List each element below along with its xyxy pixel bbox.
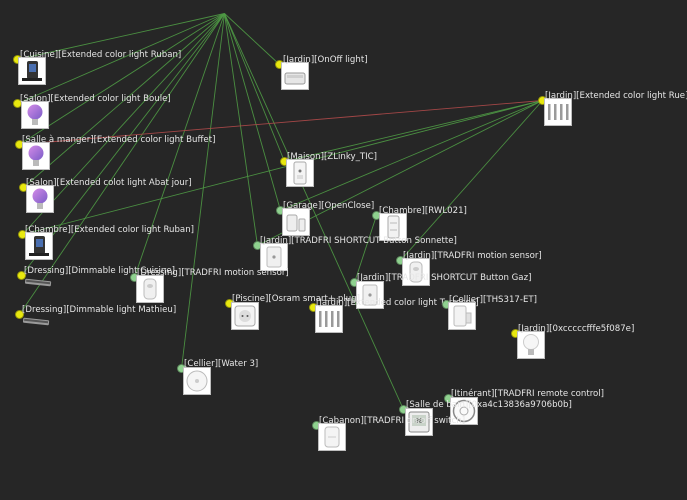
node-label: [Salon][Extended colot light Abat jour] [26,178,192,188]
color-bulb-icon[interactable] [26,185,54,213]
link-jardin-rue-maison-zlinky [284,100,543,162]
node-label: [Cellier][THS317-ET] [449,295,538,305]
shortcut-button-icon[interactable] [260,243,288,271]
link-jardin-rue-jardin-motion [400,100,543,261]
link-coordinator-maison-zlinky [224,13,285,162]
node-label: [Cabanon][TRADFRI on/off switch] [319,416,466,426]
color-bulb-icon[interactable] [21,101,49,129]
zlinky-module-icon[interactable] [286,159,314,187]
outdoor-light-bars-icon[interactable] [315,305,343,333]
node-label: [Jardin][OnOff light] [283,55,368,65]
link-coordinator-salon-boule [17,13,225,104]
link-coordinator-dressing-motion [134,13,225,278]
link-coordinator-cuisine-ruban [17,13,225,60]
link-coordinator-chambre-ruban [22,13,225,235]
node-label: [Itinérant][TRADFRI remote control] [451,389,605,399]
link-coordinator-salle-buffet [19,13,225,145]
led-strip-controller-icon[interactable] [25,232,53,260]
link-coordinator-garage-openclose [224,13,281,211]
node-label: [Jardin][TRADFRI SHORTCUT Button Sonnett… [260,236,457,246]
link-jardin-rue-salle-buffet [19,100,543,145]
node-label: [Dressing][Dimmable light Mathieu] [22,305,177,315]
contact-sensor-icon[interactable] [282,208,310,236]
node-label: [Chambre][Extended color light Ruban] [25,225,195,235]
node-label: [Piscine][Osram smart+ plug] [232,294,360,304]
node-label: [Dressing][Dimmable light Cuisine] [24,266,175,276]
link-jardin-rue-chambre-ruban [22,100,543,235]
link-coordinator-jardin-sonnette [224,13,258,246]
node-label: [Chambre][RWL021] [379,206,467,216]
plug-module-icon[interactable] [281,62,309,90]
node-label: [Maison][ZLinky_TIC] [287,152,378,162]
led-bar-icon[interactable] [22,315,50,329]
node-label: [Dressing][TRADFRI motion sensor] [137,268,289,278]
outdoor-light-bars-icon[interactable] [544,98,572,126]
node-label: [Jardin][TRADFRI SHORTCUT Button Gaz] [357,273,532,283]
hygrometer-display-icon[interactable]: 88 [405,408,433,436]
node-label: [Cellier][Water 3] [184,359,259,369]
color-bulb-icon[interactable] [22,142,50,170]
link-jardin-rue-garage-openclose [280,100,543,211]
router-status-dot[interactable] [17,271,26,280]
router-status-dot[interactable] [15,310,24,319]
white-bulb-icon[interactable] [517,331,545,359]
node-label: [Garage][OpenClose] [283,201,375,211]
node-label: [Jardin][TRADFRI motion sensor] [403,251,542,261]
node-label: [Salle de bain][0xa4c13836a9706b0b] [406,400,572,410]
link-coordinator-dressing-cuisine [21,13,225,276]
link-coordinator-dressing-mathieu [19,13,225,315]
temperature-sensor-icon[interactable] [448,302,476,330]
water-sensor-icon[interactable] [183,367,211,395]
node-label: [Salon][Extended color light Boule] [20,94,171,104]
node-label: [Jardin][0xcccccfffe5f087e] [518,324,635,334]
motion-sensor-icon[interactable] [402,258,430,286]
link-coordinator-sdb-sensor [224,13,404,410]
round-remote-icon[interactable] [450,397,478,425]
link-coordinator-salon-abat [23,13,225,188]
link-coordinator-jardin-onoff [224,13,280,65]
shortcut-button-icon[interactable] [356,281,384,309]
led-bar-icon[interactable] [24,276,52,290]
onoff-switch-icon[interactable] [318,423,346,451]
dimmer-switch-icon[interactable] [379,213,407,241]
node-label: [Jardin][Extended color light Rue] [545,91,687,101]
link-chambre-rwl-jardin-gaz [354,215,377,283]
motion-sensor-icon[interactable] [136,275,164,303]
node-label: [Cuisine][Extended color light Ruban] [20,50,182,60]
smart-plug-icon[interactable] [231,302,259,330]
node-label: [Jardin][Extended color light Terrasse] [316,298,479,308]
link-coordinator-cellier-water [181,13,225,369]
led-strip-controller-icon[interactable] [18,57,46,85]
svg-text:88: 88 [415,418,423,425]
node-label: [Salle à manger][Extended color light Bu… [22,135,216,145]
